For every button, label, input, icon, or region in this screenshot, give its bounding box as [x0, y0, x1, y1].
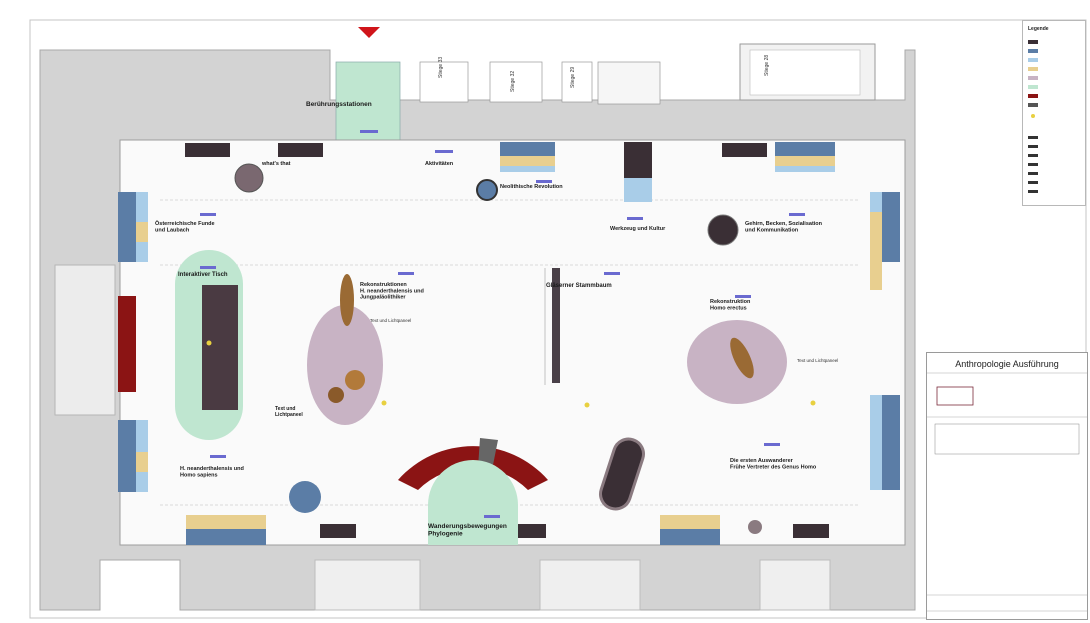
- activities-label: Aktivitäten: [425, 161, 454, 167]
- light-dot-icon: [206, 340, 212, 346]
- round-display-icon: [234, 163, 264, 193]
- room-label-stair-2: Stiege 32: [510, 71, 516, 92]
- family-tree-label: Gläserner Stammbaum: [546, 283, 612, 289]
- section-tags: [200, 130, 805, 518]
- round-display-icon: [748, 520, 762, 534]
- tools-label: Werkzeug und Kultur: [610, 226, 666, 232]
- legend-title: Legende: [1028, 26, 1049, 32]
- text-panel-label-3: Text und Lichtpaneel: [797, 358, 838, 363]
- neanderthal-reconstruction-zone: [307, 305, 383, 425]
- round-display-icon: [707, 214, 739, 246]
- room-label-stair-4: Stiege 28: [764, 55, 770, 76]
- migration-arc: [398, 446, 548, 490]
- room-label-stair-3: Stiege 29: [570, 67, 576, 88]
- text-panel-label-1: Text und Lichtpaneel: [370, 318, 411, 323]
- institution-logo: [936, 386, 974, 406]
- room-label-stair-1: Stiege 33: [438, 57, 444, 78]
- title-block-lines: [927, 372, 1087, 612]
- title-block: Anthropologie Ausführung: [926, 352, 1088, 620]
- figure-icon: [340, 274, 354, 326]
- wall-showcases: [118, 142, 900, 545]
- phylogeny-zone: [428, 460, 518, 545]
- whats-that-label: what's that: [261, 161, 291, 167]
- family-tree-bar: [552, 268, 560, 383]
- side-wall-panel: [118, 296, 136, 392]
- capsule-showcase: [599, 437, 645, 511]
- entrance-label: Berührungsstationen: [306, 101, 372, 108]
- round-display-icon: [289, 481, 321, 513]
- title-block-title: Anthropologie Ausführung: [955, 359, 1059, 369]
- round-display-icon: [476, 179, 498, 201]
- interactive-table[interactable]: [202, 285, 238, 410]
- entrance-arrow-icon: [358, 27, 380, 38]
- neolithic-label: Neolithische Revolution: [500, 184, 563, 190]
- top-rooms: Stiege 33 Stiege 32 Stiege 29 Stiege 28: [335, 55, 770, 143]
- legend-swatches: [1028, 40, 1038, 193]
- light-dot-icon: [584, 402, 590, 408]
- figure-icon: [345, 370, 365, 390]
- legend: Legende: [1022, 20, 1086, 206]
- light-dot-icon: [381, 400, 387, 406]
- figure-icon: [730, 337, 754, 379]
- interactive-table-label: Interaktiver Tisch: [178, 272, 228, 278]
- figure-icon: [328, 387, 344, 403]
- entrance-zone: [335, 61, 401, 143]
- light-dot-icon: [810, 400, 816, 406]
